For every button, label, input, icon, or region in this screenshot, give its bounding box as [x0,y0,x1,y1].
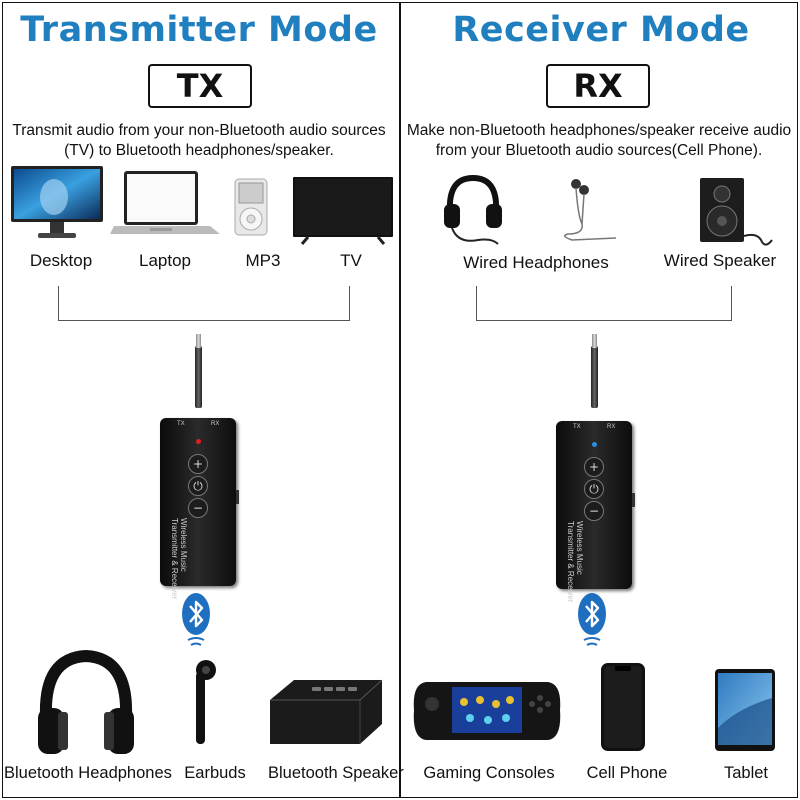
receiver-title: Receiver Mode [452,10,750,50]
output-label: Tablet [723,764,769,782]
output-label: Cell Phone [586,764,668,782]
bluetooth-icon [181,592,211,646]
volume-down-button[interactable]: − [584,501,604,521]
aux-plug [592,334,597,348]
earbud-icon [184,658,224,748]
bluetooth-headphones-icon [34,650,138,758]
source-label: MP3 [245,251,281,270]
mode-switch[interactable] [632,493,635,507]
source-label: Wired Headphones [463,253,609,272]
source-label: TV [340,251,362,270]
volume-down-button[interactable]: − [188,498,208,518]
gaming-console-icon [412,680,562,742]
bluetooth-icon [577,592,607,646]
panel-divider [399,2,401,798]
tv-icon [292,176,394,246]
laptop-icon [110,170,222,236]
desktop-monitor-icon [10,165,104,241]
volume-up-button[interactable]: + [584,457,604,477]
transmitter-description: Transmit audio from your non-Bluetooth a… [12,122,386,159]
transmitter-title: Transmitter Mode [20,10,378,50]
output-label: Earbuds [184,764,246,782]
output-label: Bluetooth Speaker [268,764,404,782]
connection-bracket [476,286,732,321]
volume-up-button[interactable]: + [188,454,208,474]
aux-plug [196,334,201,348]
aux-cable [195,346,202,408]
wired-speaker-icon [698,176,774,248]
power-button[interactable]: ⏻ [188,476,208,496]
status-led [196,439,201,444]
mp3-player-icon [234,178,268,236]
bluetooth-speaker-icon [268,678,384,746]
receiver-panel: Receiver Mode RX Make non-Bluetooth head… [402,0,800,800]
source-label: Laptop [139,251,191,270]
rx-mode-badge: RX [546,64,650,108]
source-label: Wired Speaker [663,251,777,270]
receiver-description: Make non-Bluetooth headphones/speaker re… [406,122,792,159]
connection-bracket [58,286,350,321]
mode-switch[interactable] [236,490,239,504]
wired-headphones-icon [442,174,504,246]
wired-earphones-icon [558,176,620,244]
transmitter-panel: Transmitter Mode TX Transmit audio from … [0,0,404,800]
output-label: Bluetooth Headphones [4,764,172,782]
status-led [592,442,597,447]
output-label: Gaming Consoles [423,764,555,782]
tx-mode-badge: TX [148,64,252,108]
power-button[interactable]: ⏻ [584,479,604,499]
source-label: Desktop [29,251,93,270]
cell-phone-icon [600,662,646,752]
aux-cable [591,346,598,408]
tablet-icon [714,668,776,752]
